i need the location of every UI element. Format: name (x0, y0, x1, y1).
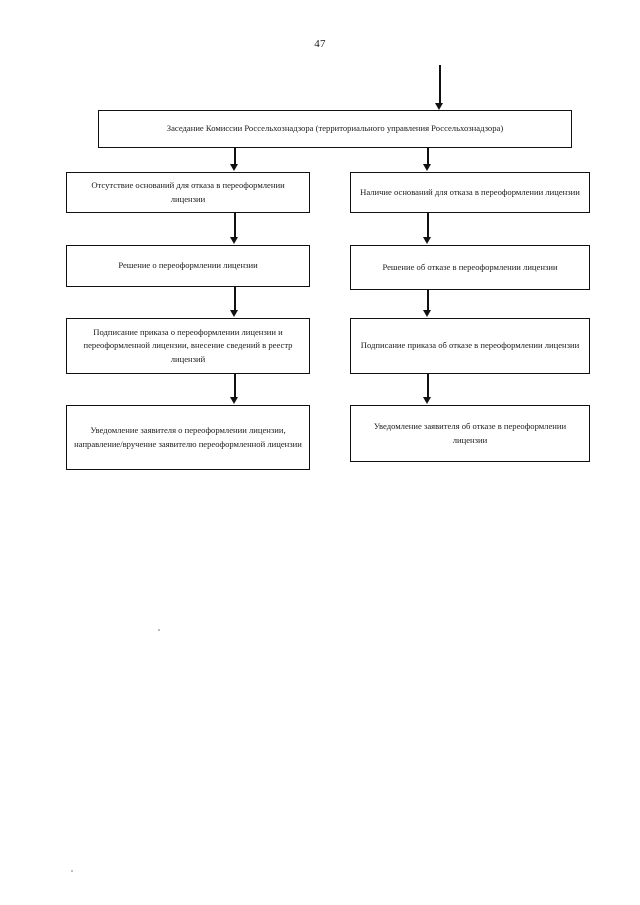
node-sign-order-reissue-label: Подписание приказа о переоформлении лице… (83, 327, 293, 364)
arrowhead-commission-to-has-grounds (423, 164, 431, 171)
node-notify-reissue: Уведомление заявителя о переоформлении л… (66, 405, 310, 470)
edge-no-grounds-to-decision-reissue (234, 213, 236, 238)
node-sign-order-refusal: Подписание приказа об отказе в переоформ… (350, 318, 590, 374)
edge-sign-order-to-notify-reissue (234, 374, 236, 398)
arrowhead-entry-to-commission (435, 103, 443, 110)
arrowhead-decision-refusal-to-sign-order-refusal (423, 310, 431, 317)
node-has-grounds-label: Наличие оснований для отказа в переоформ… (360, 186, 580, 197)
edge-decision-reissue-to-sign-order (234, 287, 236, 311)
scan-artifact (158, 629, 160, 631)
arrowhead-decision-reissue-to-sign-order (230, 310, 238, 317)
arrowhead-no-grounds-to-decision-reissue (230, 237, 238, 244)
node-has-grounds: Наличие оснований для отказа в переоформ… (350, 172, 590, 213)
edge-entry-to-commission (439, 65, 441, 105)
node-notify-refusal: Уведомление заявителя об отказе в переоф… (350, 405, 590, 462)
node-decision-refusal-label: Решение об отказе в переоформлении лицен… (382, 261, 558, 272)
node-sign-order-reissue: Подписание приказа о переоформлении лице… (66, 318, 310, 374)
edge-sign-order-refusal-to-notify-refusal (427, 374, 429, 398)
node-decision-refusal: Решение об отказе в переоформлении лицен… (350, 245, 590, 290)
arrowhead-commission-to-no-grounds (230, 164, 238, 171)
node-sign-order-refusal-label: Подписание приказа об отказе в переоформ… (360, 340, 580, 351)
node-commission-label: Заседание Комиссии Россельхознадзора (те… (166, 123, 504, 134)
arrowhead-has-grounds-to-decision-refusal (423, 237, 431, 244)
page-number: 47 (314, 38, 326, 50)
node-notify-reissue-label: Уведомление заявителя о переоформлении л… (74, 425, 302, 449)
node-no-grounds: Отсутствие оснований для отказа в переоф… (66, 172, 310, 213)
node-commission: Заседание Комиссии Россельхознадзора (те… (98, 110, 572, 148)
scan-artifact (71, 870, 73, 872)
edge-has-grounds-to-decision-refusal (427, 213, 429, 238)
node-no-grounds-label: Отсутствие оснований для отказа в переоф… (91, 180, 285, 204)
edge-commission-to-no-grounds (234, 148, 236, 166)
node-decision-reissue: Решение о переоформлении лицензии (66, 245, 310, 287)
arrowhead-sign-order-to-notify-reissue (230, 397, 238, 404)
node-notify-refusal-label: Уведомление заявителя об отказе в переоф… (373, 421, 567, 445)
arrowhead-sign-order-refusal-to-notify-refusal (423, 397, 431, 404)
edge-commission-to-has-grounds (427, 148, 429, 166)
edge-decision-refusal-to-sign-order-refusal (427, 290, 429, 311)
node-decision-reissue-label: Решение о переоформлении лицензии (118, 260, 258, 271)
